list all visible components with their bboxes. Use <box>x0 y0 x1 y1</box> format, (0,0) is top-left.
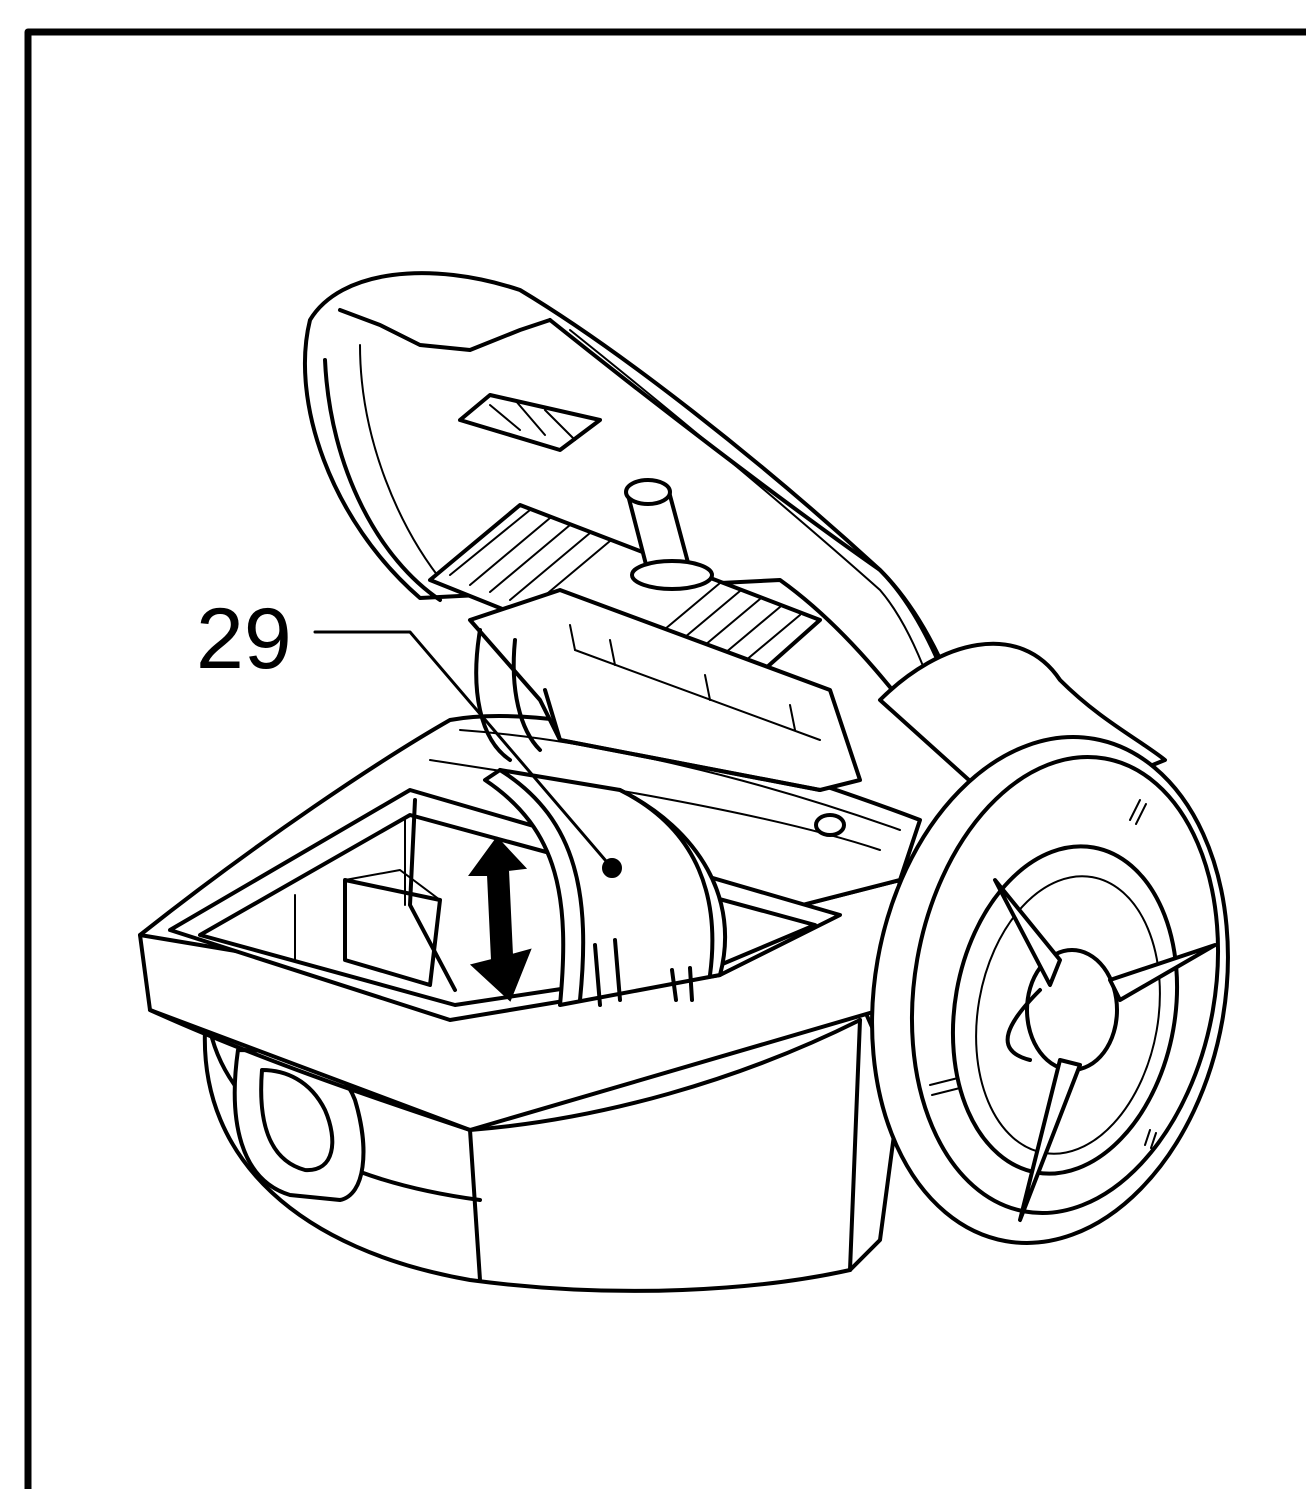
callout-29: 29 <box>196 591 614 870</box>
lid-vent <box>458 393 602 452</box>
callout-number: 29 <box>196 591 292 687</box>
figure-frame <box>24 28 1306 1489</box>
rear-wheel <box>870 735 1230 1245</box>
up-down-arrow <box>468 836 532 1002</box>
callout-leader-line <box>313 630 614 870</box>
bag-compartment <box>168 768 842 1022</box>
